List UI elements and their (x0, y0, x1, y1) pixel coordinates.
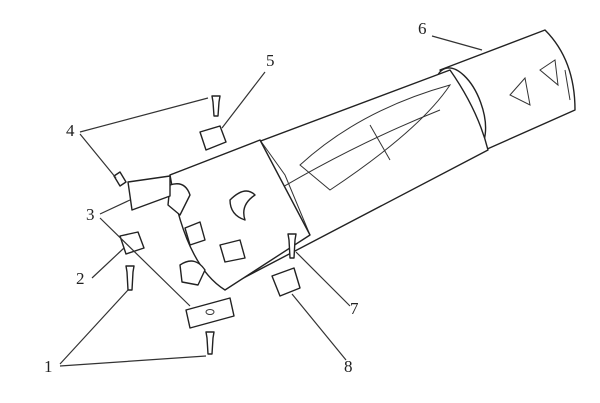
inserts-and-clamps (119, 125, 301, 329)
label-7: 7 (350, 299, 359, 318)
label-1: 1 (44, 357, 53, 376)
screws (113, 95, 297, 355)
label-2: 2 (76, 269, 85, 288)
tool-head (167, 139, 311, 291)
label-4: 4 (66, 121, 75, 140)
label-5: 5 (266, 51, 275, 70)
label-8: 8 (344, 357, 353, 376)
leader-lines (59, 35, 483, 367)
label-3: 3 (86, 205, 95, 224)
label-6: 6 (418, 19, 427, 38)
